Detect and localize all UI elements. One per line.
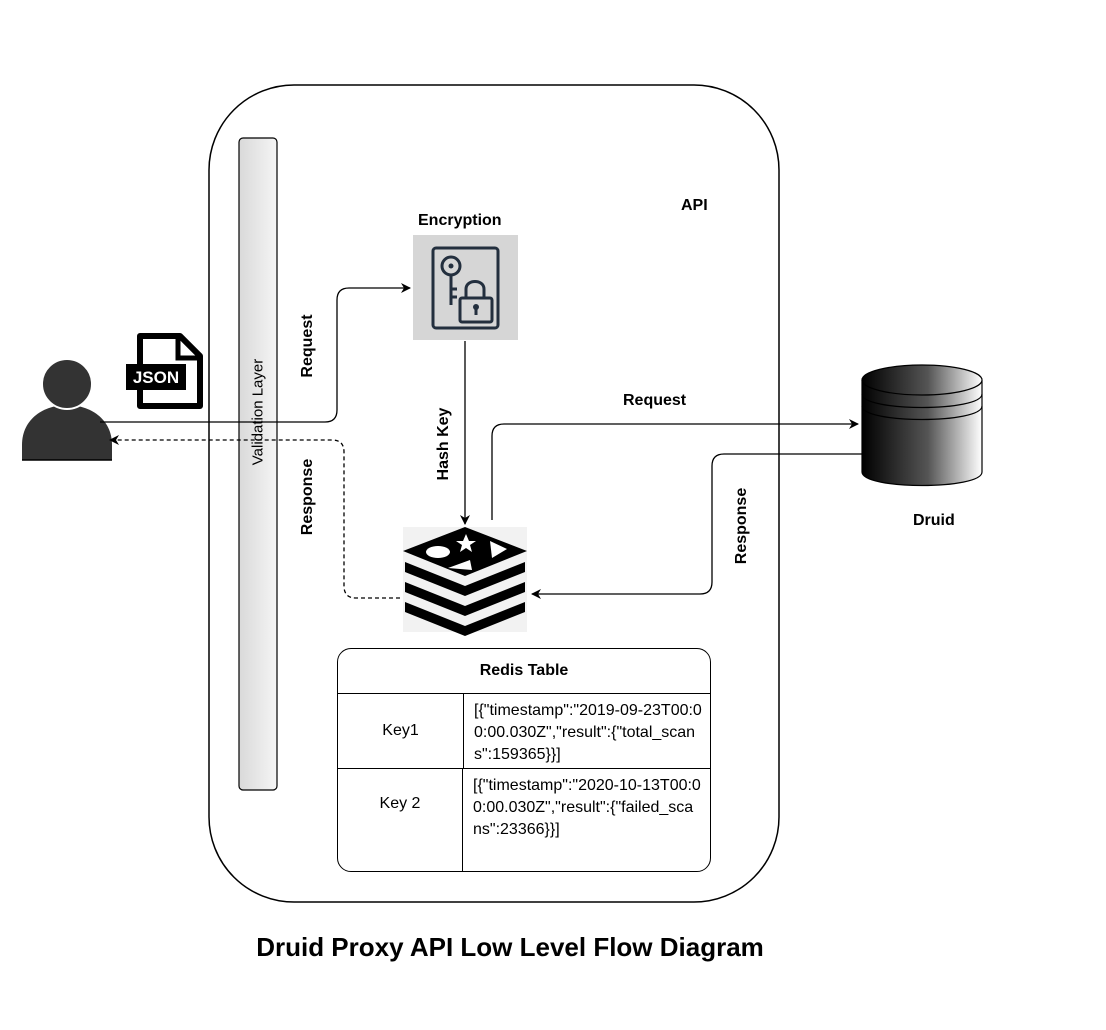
druid-database-icon bbox=[861, 364, 983, 487]
hash-key-label: Hash Key bbox=[435, 407, 452, 481]
redis-key-cell: Key1 bbox=[338, 694, 464, 768]
response-label-client: Response bbox=[299, 458, 316, 536]
encryption-label: Encryption bbox=[418, 212, 502, 229]
redis-value-cell: [{"timestamp":"2020-10-13T00:00:00.030Z"… bbox=[473, 777, 701, 838]
request-label-druid: Request bbox=[623, 392, 687, 409]
redis-icon bbox=[403, 527, 527, 636]
user-icon bbox=[22, 358, 112, 461]
diagram-title: Druid Proxy API Low Level Flow Diagram bbox=[256, 932, 764, 962]
redis-value-cell: [{"timestamp":"2019-09-23T00:00:00.030Z"… bbox=[474, 702, 702, 763]
redis-key-cell: Key 2 bbox=[338, 769, 463, 871]
request-label-client: Request bbox=[299, 314, 316, 378]
redis-table: Redis Table Key1 [{"timestamp":"2019-09-… bbox=[337, 648, 711, 872]
response-arrow-to-client bbox=[109, 435, 400, 599]
table-row: Key 2 [{"timestamp":"2020-10-13T00:00:00… bbox=[338, 769, 710, 871]
json-icon-label: JSON bbox=[133, 368, 179, 387]
json-file-icon: JSON bbox=[126, 333, 203, 409]
validation-layer-label: Validation Layer bbox=[249, 358, 267, 466]
encryption-icon bbox=[413, 235, 518, 340]
redis-table-title: Redis Table bbox=[338, 649, 710, 694]
response-label-druid: Response bbox=[733, 487, 750, 565]
request-arrow-to-encryption bbox=[100, 283, 411, 423]
api-container bbox=[208, 84, 780, 903]
api-label: API bbox=[681, 197, 708, 214]
request-arrow-to-druid bbox=[491, 419, 859, 520]
validation-layer bbox=[238, 137, 278, 791]
table-row: Key1 [{"timestamp":"2019-09-23T00:00:00.… bbox=[338, 694, 710, 769]
druid-label: Druid bbox=[913, 512, 955, 529]
response-arrow-to-redis bbox=[531, 453, 862, 599]
